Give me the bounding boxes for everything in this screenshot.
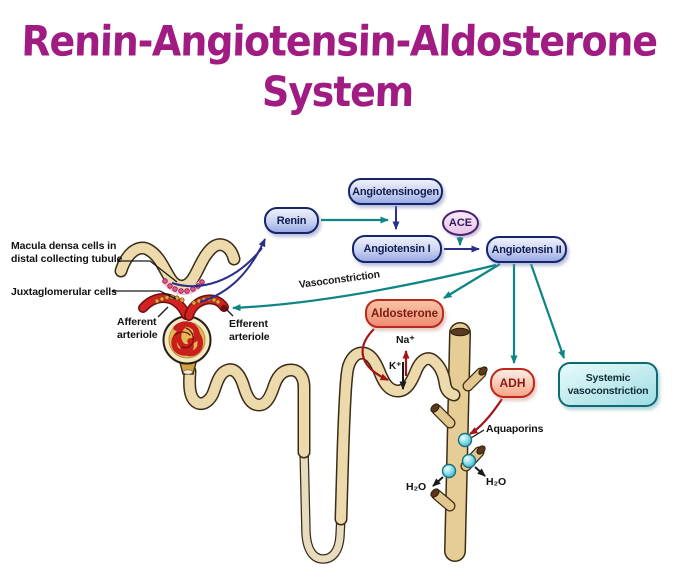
flow-arrows-navy xyxy=(171,206,480,303)
page-title: Renin-Angiotensin-Aldosterone System xyxy=(0,16,680,118)
box-aldosterone-label: Aldosterone xyxy=(370,307,439,320)
box-aldosterone: Aldosterone xyxy=(365,299,444,328)
box-systemic-line-2: vasoconstriction xyxy=(567,384,649,397)
title-line-2: System xyxy=(261,68,414,117)
box-angiotensinogen-label: Angiotensinogen xyxy=(352,185,439,198)
box-adh-label: ADH xyxy=(499,376,526,390)
box-adh: ADH xyxy=(490,368,535,398)
collecting-duct xyxy=(430,328,488,551)
box-angiotensin-ii-label: Angiotensin II xyxy=(491,243,562,256)
label-water-right: H₂O xyxy=(486,476,507,488)
box-angiotensin-i: Angiotensin I xyxy=(352,235,442,263)
label-water-left: H₂O xyxy=(406,481,427,493)
box-renin-label: Renin xyxy=(276,214,307,227)
box-angiotensin-ii: Angiotensin II xyxy=(486,236,567,263)
box-ace: ACE xyxy=(442,210,479,236)
nephron-tubule xyxy=(121,245,454,559)
box-angiotensin-i-label: Angiotensin I xyxy=(363,243,431,255)
box-renin: Renin xyxy=(264,207,319,234)
box-systemic-line-1: Systemic xyxy=(585,371,631,384)
label-afferent-line-2: arteriole xyxy=(117,329,158,341)
label-aquaporins: Aquaporins xyxy=(486,423,544,435)
label-sodium: Na⁺ xyxy=(396,334,415,346)
hormone-arrows-red xyxy=(361,328,503,435)
box-ace-label: ACE xyxy=(448,217,473,229)
efferent-end-cap xyxy=(220,304,228,312)
box-systemic-vasoconstriction: Systemic vasoconstriction xyxy=(558,362,658,407)
label-macula-densa: Macula densa cells in distal collecting … xyxy=(11,240,122,266)
label-macula-densa-line-2: distal collecting tubule xyxy=(11,253,123,265)
aquaporin-channels xyxy=(441,432,477,479)
label-potassium: K⁺ xyxy=(389,361,402,372)
title-line-1: Renin-Angiotensin-Aldosterone xyxy=(20,17,658,66)
label-efferent-line-2: arteriole xyxy=(229,331,270,343)
flow-arrows-teal xyxy=(232,216,566,364)
label-macula-densa-line-1: Macula densa cells in xyxy=(11,240,117,252)
label-efferent-line-1: Efferent xyxy=(229,318,268,330)
ion-arrows xyxy=(399,350,486,487)
label-juxtaglomerular: Juxtaglomerular cells xyxy=(11,286,117,298)
label-efferent-arteriole: Efferent arteriole xyxy=(229,318,270,344)
box-angiotensinogen: Angiotensinogen xyxy=(348,178,443,205)
pointer-lines xyxy=(112,260,485,439)
arterioles xyxy=(143,298,227,316)
label-afferent-arteriole: Afferent arteriole xyxy=(117,316,158,342)
label-afferent-line-1: Afferent xyxy=(117,316,157,328)
glomerulus xyxy=(162,315,212,375)
